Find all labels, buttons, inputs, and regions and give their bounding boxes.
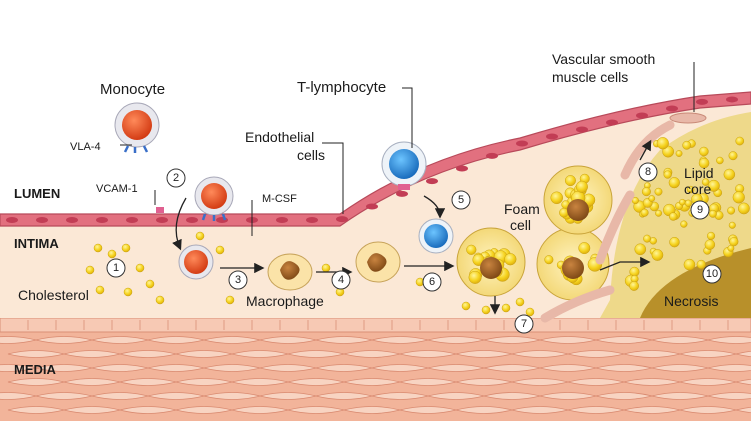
step-number: 6	[429, 276, 435, 288]
label-monocyte: Monocyte	[100, 81, 165, 98]
label-cholesterol: Cholesterol	[18, 287, 89, 303]
zone-label-media: MEDIA	[14, 362, 57, 377]
label-vsmc-line1: Vascular smooth	[552, 51, 655, 67]
t-lymphocyte-lumen	[381, 141, 427, 190]
necrosis-region	[640, 248, 751, 318]
foam-cell-1	[456, 227, 526, 297]
step-number: 1	[113, 262, 119, 274]
endothelium	[0, 91, 751, 227]
label-lipid-line1: Lipid	[684, 165, 714, 181]
step-marker-10: 10	[702, 264, 722, 284]
process-arrows	[172, 139, 652, 315]
media-smooth-muscle-cells	[0, 336, 751, 414]
step-marker-9: 9	[690, 200, 710, 220]
label-vsmc-line2: muscle cells	[552, 69, 628, 85]
label-t-lymphocyte: T-lymphocyte	[297, 79, 386, 96]
transmigrated-monocyte	[178, 244, 214, 280]
label-foam-line2: cell	[510, 217, 531, 233]
zone-label-intima: INTIMA	[14, 236, 59, 251]
step-marker-3: 3	[228, 270, 248, 290]
step-number: 8	[645, 166, 651, 178]
adhering-monocyte	[194, 176, 234, 221]
step-marker-8: 8	[638, 162, 658, 182]
zone-label-lumen: LUMEN	[14, 186, 60, 201]
leader-lines	[120, 62, 695, 236]
step-number: 7	[521, 318, 527, 330]
label-macrophage: Macrophage	[246, 293, 324, 309]
monocyte-cell	[114, 102, 160, 153]
step-marker-7: 7	[514, 314, 534, 334]
label-vla4: VLA-4	[70, 141, 101, 153]
step-number: 10	[706, 268, 718, 280]
vcam1-receptor	[156, 207, 164, 213]
label-lipid-line2: core	[684, 181, 711, 197]
step-number: 3	[235, 274, 241, 286]
label-mcsf: M-CSF	[262, 193, 297, 205]
step-marker-1: 1	[106, 258, 126, 278]
label-endothelial-line1: Endothelial	[245, 129, 314, 145]
step-marker-5: 5	[451, 190, 471, 210]
t-lymphocyte-intima	[418, 218, 454, 254]
step-number: 9	[697, 204, 703, 216]
step-marker-2: 2	[166, 168, 186, 188]
internal-elastic-lamina	[0, 317, 751, 333]
label-foam-line1: Foam	[504, 201, 540, 217]
label-vcam1: VCAM-1	[96, 183, 138, 195]
foam-cell-3	[543, 165, 613, 235]
step-number: 5	[458, 194, 464, 206]
step-markers: 1 2 3 4 5 6 7 8 9 10	[106, 162, 722, 334]
step-number: 2	[173, 172, 179, 184]
step-marker-4: 4	[331, 270, 351, 290]
step-number: 4	[338, 274, 344, 286]
label-necrosis: Necrosis	[664, 293, 718, 309]
step-marker-6: 6	[422, 272, 442, 292]
media-layer	[0, 330, 751, 421]
macrophage-1	[267, 253, 313, 291]
label-endothelial-line2: cells	[297, 147, 325, 163]
foam-cell-2	[536, 227, 610, 301]
macrophage-2	[355, 241, 401, 283]
